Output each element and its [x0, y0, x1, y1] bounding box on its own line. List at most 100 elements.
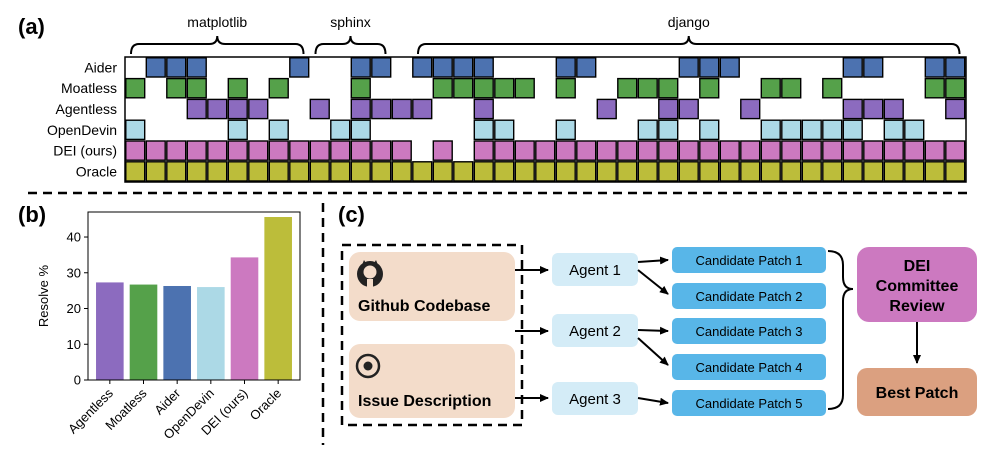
cell-dei-ours-4 [207, 140, 228, 161]
cell-opendevin-33 [801, 119, 822, 141]
cell-oracle-13 [391, 161, 412, 182]
cell-dei-ours-10 [330, 140, 351, 161]
candidate-patch-3-label: Candidate Patch 3 [696, 324, 803, 339]
cell-oracle-38 [904, 161, 925, 182]
bar-aider [163, 285, 191, 380]
cell-oracle-26 [658, 161, 679, 182]
cell-moatless-17 [473, 77, 494, 99]
cell-aider-40 [945, 57, 966, 78]
row-label-moatless: Moatless [61, 80, 117, 96]
cell-oracle-10 [330, 161, 351, 182]
cell-dei-ours-25 [637, 140, 658, 161]
cell-oracle-21 [555, 161, 576, 182]
cell-agentless-9 [309, 98, 330, 120]
cell-oracle-19 [514, 161, 535, 182]
cell-dei-ours-31 [760, 140, 781, 161]
cell-aider-1 [145, 57, 166, 78]
cell-oracle-22 [576, 161, 597, 182]
github-codebase-box [349, 252, 515, 321]
cell-oracle-2 [166, 161, 187, 182]
cell-opendevin-5 [227, 119, 248, 141]
cell-aider-35 [842, 57, 863, 78]
cell-aider-8 [289, 57, 310, 78]
row-label-oracle: Oracle [76, 163, 117, 179]
cell-agentless-6 [248, 98, 269, 120]
cell-oracle-1 [145, 161, 166, 182]
cell-moatless-3 [186, 77, 207, 99]
cell-opendevin-17 [473, 119, 494, 141]
group-label-django: django [668, 14, 710, 30]
x-tick-label-oracle: Oracle [247, 386, 285, 424]
issue-description-label: Issue Description [358, 393, 491, 410]
cell-moatless-40 [945, 77, 966, 99]
cell-dei-ours-39 [924, 140, 945, 161]
cell-moatless-16 [453, 77, 474, 99]
candidate-patch-1-box [672, 247, 826, 273]
y-tick-label: 20 [67, 301, 81, 316]
cell-dei-ours-29 [719, 140, 740, 161]
cell-dei-ours-19 [514, 140, 535, 161]
cell-dei-ours-0 [125, 140, 146, 161]
cell-aider-15 [432, 57, 453, 78]
cell-agentless-14 [412, 98, 433, 120]
cell-oracle-31 [760, 161, 781, 182]
cell-dei-ours-40 [945, 140, 966, 161]
cell-oracle-33 [801, 161, 822, 182]
cell-moatless-25 [637, 77, 658, 99]
cell-oracle-37 [883, 161, 904, 182]
cell-oracle-8 [289, 161, 310, 182]
cell-moatless-11 [350, 77, 371, 99]
cell-dei-ours-3 [186, 140, 207, 161]
candidate-patch-2-box [672, 283, 826, 309]
cell-dei-ours-23 [596, 140, 617, 161]
cell-agentless-3 [186, 98, 207, 120]
cell-dei-ours-8 [289, 140, 310, 161]
cell-oracle-14 [412, 161, 433, 182]
agent-1-label: Agent 1 [569, 262, 621, 279]
cell-oracle-28 [699, 161, 720, 182]
cell-oracle-39 [924, 161, 945, 182]
cell-oracle-9 [309, 161, 330, 182]
cell-dei-ours-20 [535, 140, 556, 161]
cell-dei-ours-1 [145, 140, 166, 161]
cell-opendevin-26 [658, 119, 679, 141]
panel-a-label: (a) [18, 14, 45, 39]
cell-dei-ours-38 [904, 140, 925, 161]
row-label-aider: Aider [84, 59, 117, 75]
cell-dei-ours-15 [432, 140, 453, 161]
row-label-agentless: Agentless [56, 101, 117, 117]
cell-aider-17 [473, 57, 494, 78]
cell-oracle-24 [617, 161, 638, 182]
cell-moatless-0 [125, 77, 146, 99]
review-line-2: Committee [876, 278, 959, 295]
cell-oracle-20 [535, 161, 556, 182]
cell-agentless-4 [207, 98, 228, 120]
cell-oracle-23 [596, 161, 617, 182]
panel-c-label: (c) [338, 202, 365, 227]
arrow-agent3-patch5 [637, 397, 669, 406]
cell-opendevin-32 [781, 119, 802, 141]
cell-oracle-34 [822, 161, 843, 182]
group-label-sphinx: sphinx [330, 14, 370, 30]
cell-moatless-7 [268, 77, 289, 99]
bracket-django [417, 35, 961, 55]
cell-oracle-18 [494, 161, 515, 182]
cell-opendevin-34 [822, 119, 843, 141]
bar-oracle [264, 217, 292, 380]
arrow-agent1-patch2 [637, 269, 669, 295]
cell-oracle-15 [432, 161, 453, 182]
arrow-agent2-patch3 [637, 326, 669, 335]
cell-dei-ours-33 [801, 140, 822, 161]
bar-dei-ours [230, 257, 259, 380]
cell-aider-39 [924, 57, 945, 78]
cell-opendevin-28 [699, 119, 720, 141]
cell-dei-ours-9 [309, 140, 330, 161]
cell-dei-ours-22 [576, 140, 597, 161]
cell-oracle-40 [945, 161, 966, 182]
y-axis-label: Resolve % [36, 264, 51, 327]
cell-oracle-29 [719, 161, 740, 182]
inputs-container [340, 243, 524, 427]
cell-moatless-21 [555, 77, 576, 99]
